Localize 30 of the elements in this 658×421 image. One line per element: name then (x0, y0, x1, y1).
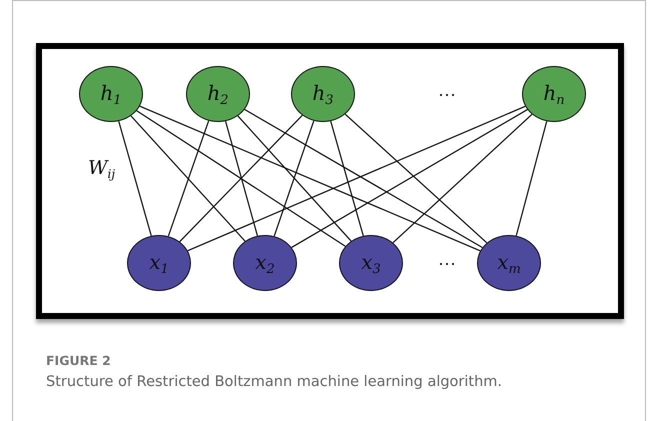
connection-line (118, 121, 152, 236)
connection-line (392, 114, 532, 244)
figure-number: FIGURE 2 (46, 353, 111, 368)
connection-line (136, 110, 346, 247)
connection-line (168, 120, 210, 236)
connection-line (188, 106, 526, 252)
connection-line (330, 121, 364, 236)
ellipsis-label: ⋯ (438, 253, 456, 275)
node-label: h$_{3}$ (312, 80, 334, 108)
connection-line (344, 114, 488, 244)
node-label: x$_{1}$ (149, 250, 169, 276)
node-label: x$_{3}$ (361, 250, 381, 276)
connection-line (237, 116, 352, 242)
node-label: x$_{2}$ (255, 250, 275, 276)
connection-line (130, 116, 246, 242)
connection-line (291, 109, 528, 248)
connection-line (244, 108, 483, 248)
connection-line (224, 121, 258, 236)
connection-line (274, 120, 314, 236)
node-label: x$_{m}$ (497, 250, 521, 276)
node-label: h$_{n}$ (543, 80, 565, 108)
connection-line (140, 106, 480, 252)
neuron-node (339, 235, 403, 291)
figure-caption: Structure of Restricted Boltzmann machine learning algorithm. (46, 374, 502, 390)
ellipsis-label: ⋯ (438, 84, 456, 106)
node-label: h$_{2}$ (207, 80, 229, 108)
edge-label: W$_{ij}$ (88, 157, 116, 181)
connection-line (516, 121, 548, 236)
connection-line (179, 114, 303, 242)
node-label: h$_{1}$ (100, 80, 122, 108)
